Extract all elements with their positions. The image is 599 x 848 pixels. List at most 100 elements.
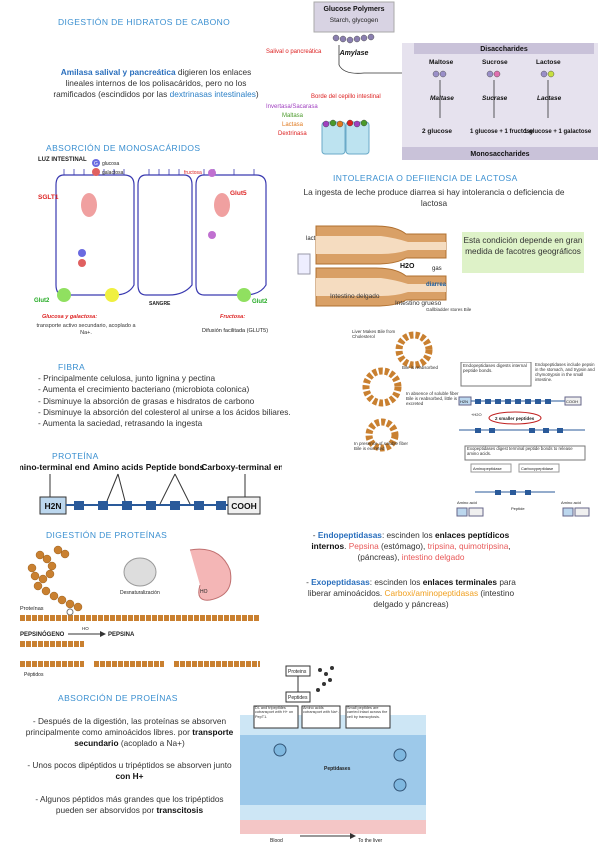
- product-maltose: 2 glucose: [422, 128, 452, 135]
- carboxy-end-label: Carboxy-terminal end: [201, 462, 282, 472]
- cooh-end: COOH: [231, 501, 257, 511]
- estomago-text: (estómago),: [378, 541, 428, 551]
- desnat-label: Desnaturalización: [120, 590, 160, 596]
- disaccharides-title: Disaccharides: [480, 46, 528, 53]
- diarrea-label: diarrea: [426, 282, 447, 288]
- protein-digestion-figure: Desnaturalización HO Proteínas PEPSINÓGE…: [20, 545, 260, 678]
- atpase-icon: [105, 288, 119, 302]
- gas-label: gas: [432, 266, 442, 272]
- blood-label: Blood: [270, 838, 283, 844]
- absorcion-p3: - Algunos péptidos más grandes que los t…: [22, 794, 237, 816]
- denatured-protein-icon: [123, 557, 157, 587]
- pancreas-text: , (páncreas),: [357, 541, 511, 562]
- endo-text2: .: [344, 541, 349, 551]
- fibra-item: - Aumenta el crecimiento bacteriano (mic…: [38, 384, 250, 395]
- exo-box: Exopeptidases digest terminal peptide bo…: [467, 446, 573, 456]
- milk-glass-icon: [297, 253, 311, 275]
- liver-label: Liver Makes Bile from Cholesterol: [352, 329, 396, 339]
- amino-acid-blocks: [74, 501, 226, 510]
- peptides-label: Peptides: [288, 695, 308, 701]
- gp-substrate: Starch, glycogen: [330, 17, 379, 24]
- monosaccharides-title: Monosaccharides: [470, 151, 529, 158]
- intestino-grueso-label: Intestino grueso: [395, 300, 442, 307]
- fibra-item: - Principalmente celulosa, junto lignina…: [38, 373, 216, 383]
- dextrinasa-label: Dextrinasa: [278, 131, 307, 137]
- sucrase-label: Sucrase: [482, 95, 508, 102]
- absorcion-p1: - Después de la digestión, las proteínas…: [22, 716, 237, 749]
- glut2-left-label: Glut2: [34, 298, 50, 304]
- fructosa-t-label: Fructosa:: [220, 314, 245, 320]
- exo-text3: (intestino delgado y páncreas): [373, 588, 515, 609]
- box3-label: Small peptides are carried intact across…: [347, 706, 388, 719]
- intestino-term: intestino delgado: [401, 552, 465, 562]
- absence-label: In absence of soluble fiber Bile is reab…: [406, 391, 459, 406]
- intestino-delgado-label: Intestino delgado: [330, 293, 380, 300]
- peptidases-figure: Endopeptidases digests internal peptide …: [456, 362, 595, 517]
- box2-label: Amino acids cotransport with Na+.: [303, 706, 339, 715]
- absorcion-p3b: transcitosis: [156, 805, 204, 815]
- peptide-bonds-label: Peptide bonds: [146, 462, 205, 472]
- absorcion-p1c: (acoplado a Na+): [118, 738, 185, 748]
- stomach-icon: [189, 548, 232, 601]
- smaller-peptides-label: 2 smaller peptides: [495, 416, 535, 421]
- pepsina-term: Pepsina: [348, 541, 379, 551]
- pepsinogeno-label: PEPSINÓGENO: [20, 630, 65, 638]
- ho-label: HO: [200, 589, 208, 595]
- fibra-item: - Disminuye la absorción de grasas e his…: [38, 395, 255, 406]
- glut5-transporter-icon: [214, 193, 230, 217]
- pepsina-label: PEPSINA: [108, 632, 135, 638]
- product-lactose: 1 glucose + 1 galactose: [524, 129, 592, 135]
- h2o-label-1: +H2O: [471, 412, 482, 417]
- amilasa-text: digieren los enlaces lineales internos d…: [53, 67, 252, 99]
- absorcion-p2b: con H+: [115, 771, 144, 781]
- exo-text2: para liberar aminoácidos.: [307, 577, 516, 598]
- peptidos-label: Péptidos: [24, 672, 44, 678]
- cooh-tag: COOH: [566, 399, 578, 404]
- exo-bold: enlaces terminales: [422, 577, 498, 587]
- absorcion-p2a: - Unos pocos dipéptidos u tripéptidos se…: [27, 760, 232, 770]
- aminopeptidase-label: Aminopeptidase: [473, 466, 502, 471]
- callout-box: Esta condición depende en gran medida de…: [462, 232, 584, 273]
- absorcion-p2: - Unos pocos dipéptidos u tripéptidos se…: [22, 760, 237, 782]
- section-title-intolerancia: INTOLERACIA O DEFIIENCIA DE LACTOSA: [333, 173, 518, 183]
- fibra-list: - Principalmente celulosa, junto lignina…: [38, 373, 358, 429]
- peptidases-label: Peptidases: [324, 766, 351, 772]
- lactasa-label: Lactasa: [282, 122, 304, 128]
- galactosa-label: galactosa: [102, 170, 124, 176]
- exo-text1: : escinden los: [369, 577, 423, 587]
- maltose-label: Maltose: [429, 59, 454, 66]
- endo-note: Endopeptidases include pepsin in the sto…: [535, 362, 595, 382]
- glut2-right-icon: [237, 288, 251, 302]
- absorcion-p1b: transporte secundario: [74, 727, 234, 748]
- gp-title: Glucose Polymers: [323, 6, 384, 13]
- ho-label-2: HO: [82, 626, 89, 631]
- absorcion-p1a: - Después de la digestión, las proteínas…: [25, 716, 227, 737]
- exo-term: Exopeptidasas: [311, 577, 370, 587]
- liver-label-2: To the liver: [358, 838, 383, 844]
- glut2-left-icon: [57, 288, 71, 302]
- endo-term: Endopeptidasas: [317, 530, 382, 540]
- luz-label: LUZ INTESTINAL: [38, 157, 87, 163]
- gallbladder-label: Gallbladder stores Bile: [426, 307, 472, 312]
- salival-label: Salival o pancreática: [266, 49, 322, 55]
- borde-label: Borde del cepillo intestinal: [311, 94, 381, 100]
- peptide-label: Peptide: [511, 506, 525, 511]
- reabsorbed-label: Bile is reabsorbed: [402, 365, 439, 370]
- polymer-chain-icon: [332, 33, 375, 44]
- fibra-item: - Disminuye la absorción del colesterol …: [38, 406, 291, 417]
- section-title-digestion-hc: DIGESTIÓN DE HIDRATOS DE CABONO: [58, 17, 231, 27]
- glucosa-label: glucosa: [102, 161, 119, 167]
- sangre-label: SANGRE: [149, 301, 171, 307]
- section-title-fibra: FIBRA: [58, 362, 86, 372]
- endo-bold: enlaces peptídicos internos: [311, 530, 510, 551]
- amino-acid-label-left: Amino acid: [457, 500, 477, 505]
- amylase-label: Amylase: [339, 50, 369, 57]
- endopeptidasas-paragraph: - Endopeptidasas: escinden los enlaces p…: [311, 530, 511, 562]
- h2n-end: H2N: [44, 501, 61, 511]
- box1-label: Di- and tripeptides cotransport with H+ …: [255, 706, 294, 719]
- g-icon: G: [94, 161, 98, 167]
- h2o-label: H2O: [400, 263, 415, 270]
- endo-box: Endopeptidases digests internal peptide …: [463, 363, 527, 374]
- sglt1-transporter-icon: [81, 193, 97, 217]
- product-sucrose: 1 glucose + 1 fructose: [470, 129, 534, 135]
